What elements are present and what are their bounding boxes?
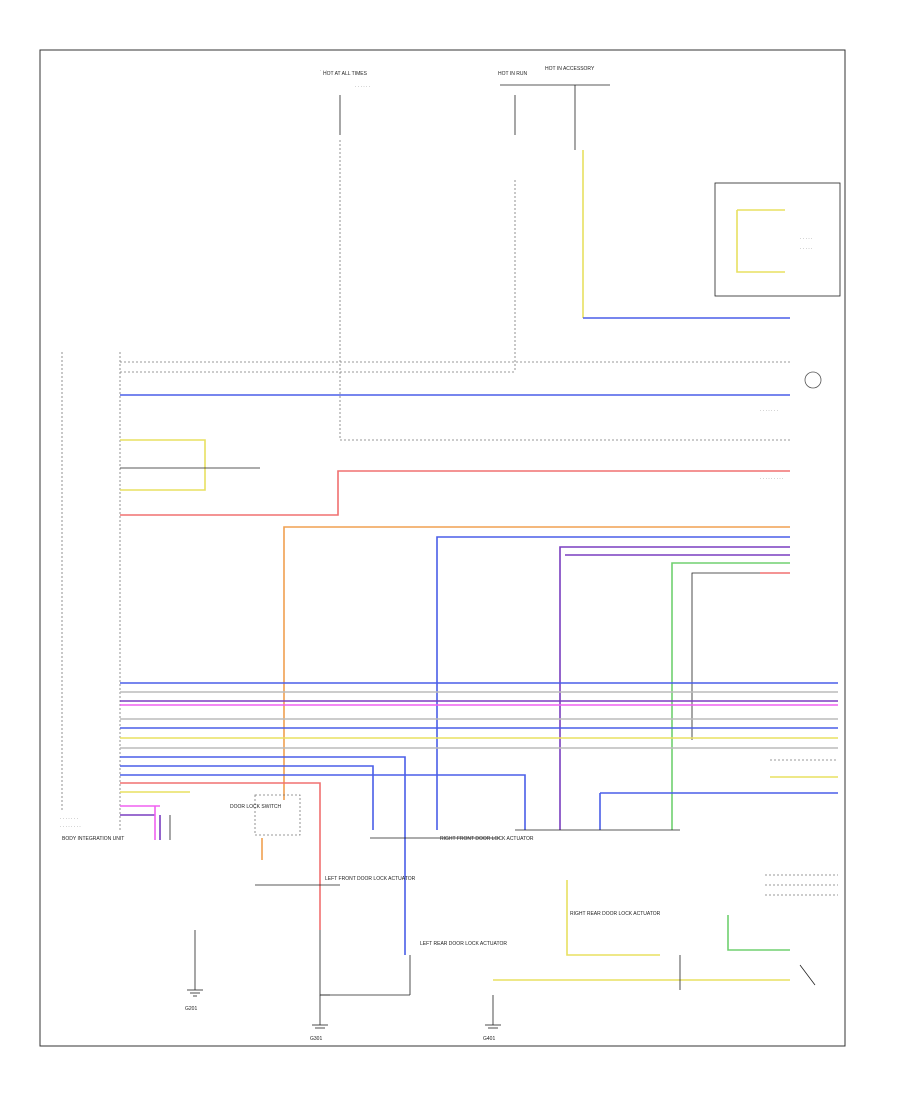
top-fuse-middle	[500, 84, 560, 370]
wire-green-riser	[671, 562, 790, 830]
wire-blue-riser	[436, 536, 790, 830]
label-body-integration-unit: BODY INTEGRATION UNIT	[62, 836, 124, 842]
label-left-rear-lock: LEFT REAR DOOR LOCK ACTUATOR	[420, 941, 507, 947]
svg-text:· · · · ·: · · · · ·	[800, 236, 813, 241]
remote-receiver-module: · · · · · · · · · ·	[714, 182, 841, 297]
wire-red-upper	[120, 470, 790, 516]
svg-text:· · · · · · · ·: · · · · · · · ·	[60, 824, 81, 829]
svg-text:· · · · · · ·: · · · · · · ·	[760, 408, 778, 413]
label-hot-in-run: HOT IN RUN	[498, 71, 527, 77]
diagram-border	[39, 49, 846, 1047]
wire-purple-riser-1	[559, 546, 790, 830]
label-right-rear-lock: RIGHT REAR DOOR LOCK ACTUATOR	[570, 911, 661, 917]
svg-text:· · ·: · · ·	[320, 68, 327, 73]
label-ground-1: G201	[185, 1006, 197, 1012]
top-fuse-left: · · · · · · · · ·	[320, 68, 370, 440]
label-ground-3: G401	[483, 1036, 495, 1042]
label-hot-accessory: HOT IN ACCESSORY	[545, 66, 595, 72]
label-right-front-lock: RIGHT FRONT DOOR LOCK ACTUATOR	[440, 836, 534, 842]
door-lock-switch-box	[254, 794, 301, 836]
svg-text:· · · · · · · · ·: · · · · · · · · ·	[760, 476, 784, 481]
svg-text:· · · · · ·: · · · · · ·	[355, 84, 370, 89]
svg-text:· · · · ·: · · · · ·	[800, 246, 813, 251]
wire-black-riser	[691, 572, 790, 740]
svg-text:· · · · · · ·: · · · · · · ·	[60, 816, 78, 821]
wire-orange-riser	[283, 526, 790, 800]
label-hot-at-all-times: HOT AT ALL TIMES	[323, 71, 368, 77]
label-door-lock-switch: DOOR LOCK SWITCH	[230, 804, 282, 810]
label-ground-2: G301	[310, 1036, 322, 1042]
label-left-front-lock: LEFT FRONT DOOR LOCK ACTUATOR	[325, 876, 416, 882]
connector-circle	[804, 371, 822, 389]
top-fuse-right	[560, 84, 610, 150]
